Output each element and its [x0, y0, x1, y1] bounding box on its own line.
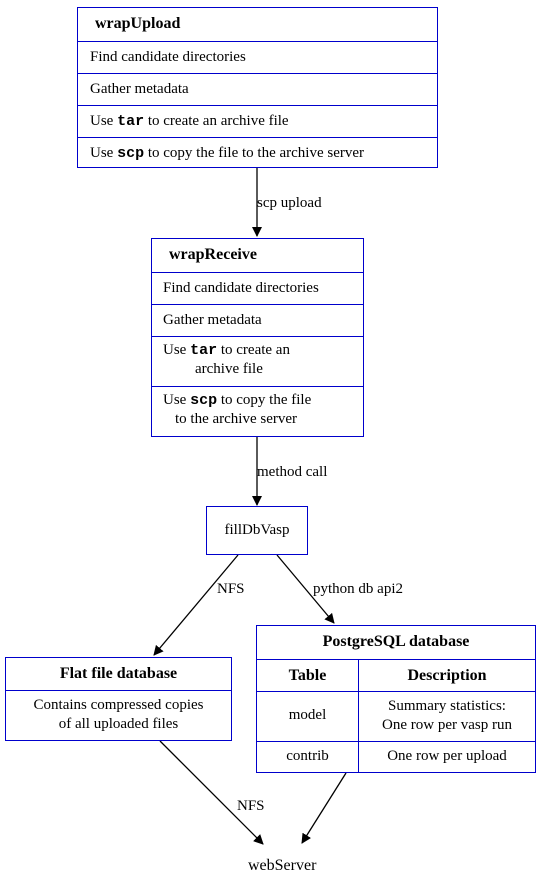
wrap-upload-row: Use scp to copy the file to the archive … [78, 137, 437, 169]
wrap-upload-row: Gather metadata [78, 73, 437, 105]
table-row: model Summary statistics: One row per va… [257, 691, 535, 741]
edge-flatfile-to-webserver [159, 740, 264, 845]
wrap-receive-row: Find candidate directories [152, 272, 363, 304]
cell-description: One row per upload [387, 748, 507, 764]
cell-table-name: contrib [257, 742, 359, 772]
postgres-header-row: Table Description [257, 659, 535, 691]
wrap-upload-row: Find candidate directories [78, 41, 437, 73]
cell-description: Summary statistics: One row per vasp run [382, 698, 512, 733]
edge-label-scp-upload: scp upload [257, 195, 322, 211]
wrap-receive-row: Gather metadata [152, 304, 363, 336]
edge-label-python-db: python db api2 [313, 581, 403, 597]
flat-file-title: Flat file database [59, 665, 178, 682]
cell-table-name: model [257, 692, 359, 741]
wrap-receive-title: wrapReceive [169, 246, 257, 263]
edge-filldb-to-flatfile [153, 554, 239, 656]
wrap-upload-row: Use tar to create an archive file [78, 105, 437, 137]
edge-label-nfs-1: NFS [217, 581, 245, 597]
flat-file-desc: Contains compressed copies of all upload… [6, 690, 231, 740]
fill-db-node: fillDbVasp [206, 506, 308, 555]
edge-filldb-to-postgres [276, 554, 335, 624]
postgres-node: PostgreSQL database Table Description mo… [256, 625, 536, 773]
table-row: contrib One row per upload [257, 741, 535, 772]
postgres-title: PostgreSQL database [322, 633, 470, 650]
web-server-node: webServer [248, 857, 317, 874]
wrap-upload-title: wrapUpload [95, 15, 181, 32]
col-header-table: Table [257, 660, 359, 691]
wrap-receive-row: Use scp to copy the file to the archive … [152, 386, 363, 438]
edge-postgres-to-webserver [301, 772, 347, 844]
wrap-receive-node: wrapReceive Find candidate directories G… [151, 238, 364, 437]
wrap-upload-node: wrapUpload Find candidate directories Ga… [77, 7, 438, 168]
wrap-receive-row: Use tar to create an archive file [152, 336, 363, 386]
edge-label-method-call: method call [257, 464, 328, 480]
edge-label-nfs-2: NFS [237, 798, 265, 814]
col-header-description: Description [407, 667, 487, 684]
flat-file-node: Flat file database Contains compressed c… [5, 657, 232, 741]
fill-db-label: fillDbVasp [224, 522, 290, 538]
